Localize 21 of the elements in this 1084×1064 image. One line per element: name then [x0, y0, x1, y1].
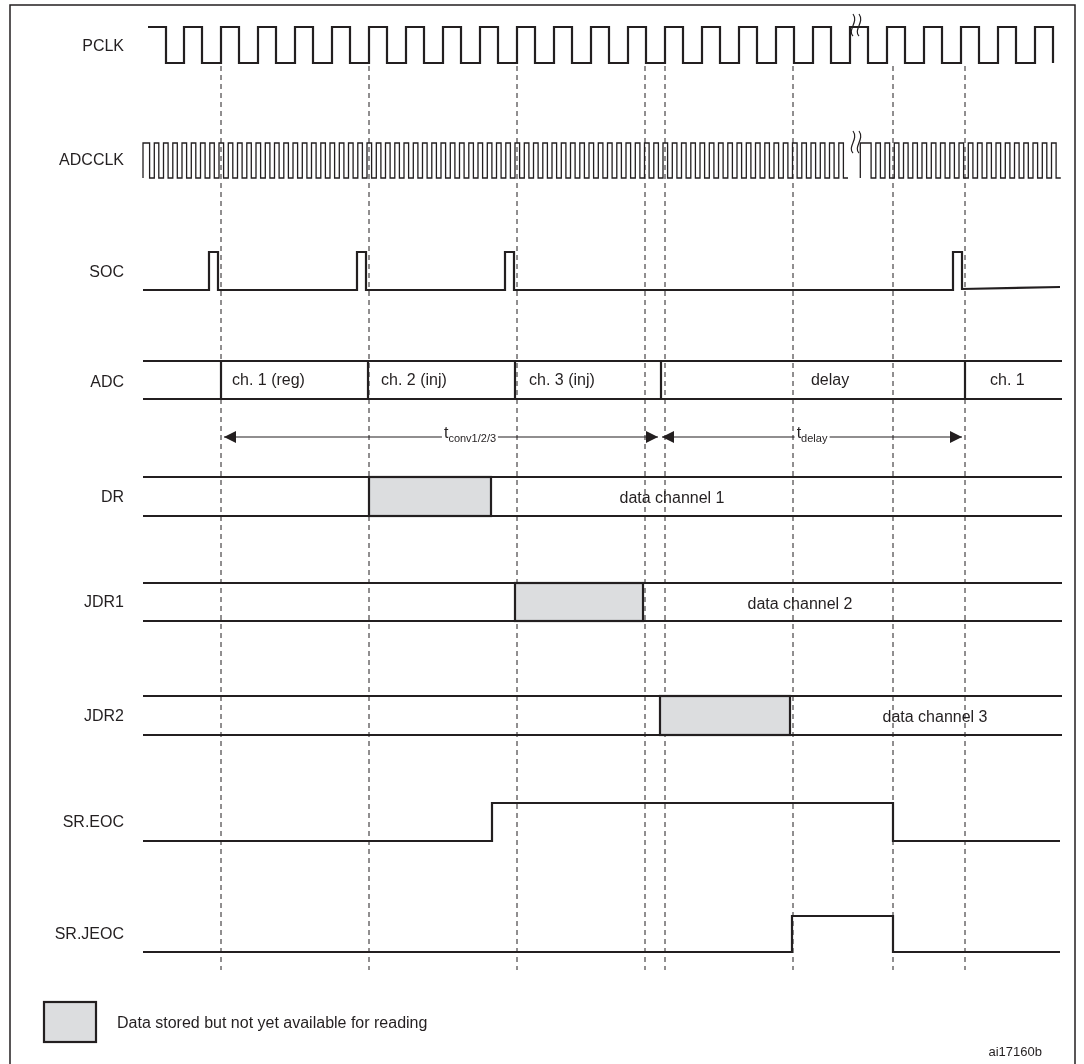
bus-value: ch. 1 (reg) — [232, 371, 305, 389]
signal-name: SR.JEOC — [54, 925, 124, 943]
bus-value: data channel 2 — [747, 595, 853, 613]
signal-name: DR — [100, 488, 124, 506]
bus-value: ch. 2 (inj) — [381, 371, 447, 389]
bus-value: data channel 1 — [619, 489, 725, 507]
timing-label: t$_{conv1/2/3}$ — [441, 424, 499, 442]
bus-value: ch. 1 — [990, 371, 1025, 389]
bus-value: data channel 3 — [882, 708, 988, 726]
signal-name: JDR2 — [84, 707, 124, 725]
signal-name: JDR1 — [84, 593, 124, 611]
timing-label: t$_{delay}$ — [794, 424, 830, 442]
signal-name: SR.EOC — [62, 813, 124, 831]
bus-value: delay — [810, 371, 850, 389]
legend-text: Data stored but not yet available for reading — [117, 1014, 428, 1032]
signal-name: ADCCLK — [59, 151, 124, 169]
bus-value: ch. 3 (inj) — [529, 371, 595, 389]
signal-name: ADC — [90, 373, 124, 391]
figure-id: ai17160b — [988, 1043, 1042, 1061]
signal-name: PCLK — [82, 37, 124, 55]
signal-name: SOC — [89, 263, 124, 281]
